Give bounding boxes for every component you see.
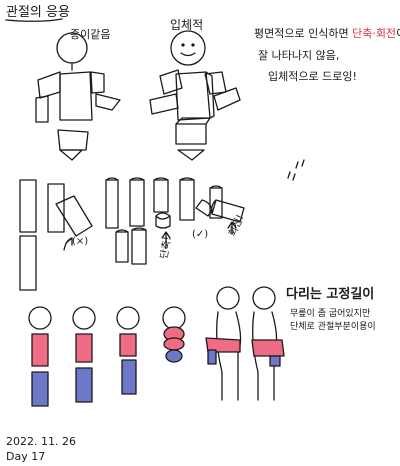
wrong-mark: (×) (72, 236, 89, 247)
note-line-2: 잘 나타나지 않음, (258, 49, 340, 62)
leg-figure-2-head (72, 306, 96, 330)
cylinder-6 (131, 227, 147, 265)
solid-figure-head (170, 30, 206, 66)
leg-figure-3-head (116, 306, 140, 330)
sitting-figure-1-thigh (205, 337, 241, 353)
page-title: 관절의 응용 (6, 5, 70, 20)
leg-figure-1-thigh (31, 333, 49, 367)
leg-figure-1-shin (31, 371, 49, 407)
cylinder-short (155, 215, 171, 229)
flat-figure-shoulder-left (37, 71, 61, 99)
shortening-arrow (161, 231, 171, 249)
figure-label-flat: 종이같음 (70, 28, 111, 41)
flat-figure-arm-left (35, 95, 49, 123)
cylinder-upright (209, 185, 223, 219)
note-line-1-pre: 평면적으로 인식하면 (254, 27, 353, 40)
solid-figure-smile (180, 52, 196, 57)
flat-figure-torso (59, 71, 93, 121)
sitting-figure-1-body (216, 311, 242, 401)
quote-marks (287, 159, 305, 181)
flat-figure-shoulder-right (90, 71, 105, 94)
leg-figure-2-shin (75, 367, 93, 403)
solid-figure-eye-left (181, 43, 185, 47)
cylinder-5 (115, 229, 129, 263)
solid-figure-shoulder-left (159, 69, 183, 95)
legs-note-line-3: 단체로 관절부분이용이 (290, 322, 376, 332)
leg-figure-3-shin (121, 359, 137, 395)
flat-figure-pelvis (57, 129, 89, 151)
leg-figure-4-shin (165, 349, 183, 363)
cylinder-3 (153, 177, 169, 213)
cylinder-short-top (155, 212, 171, 220)
solid-figure-torso (175, 71, 215, 121)
flat-figure-hip (59, 149, 83, 161)
right-mark: (✓) (192, 229, 209, 240)
leg-figure-4-knee (163, 337, 185, 351)
leg-figures (28, 306, 186, 407)
flat-figure (35, 32, 121, 161)
figure-label-solid: 입체적 (170, 18, 204, 32)
flat-cylinder-rotated (55, 195, 93, 237)
solid-figure-arm-left (149, 93, 179, 115)
cylinder-1 (105, 177, 119, 229)
cylinder-rotated (210, 199, 245, 223)
flat-cylinder-1 (19, 179, 37, 233)
legs-note-line-2: 무릎이 좀 굽어있지만 (290, 309, 371, 319)
sitting-figure-2-shin (269, 355, 281, 367)
date-label: 2022. 11. 26 (6, 435, 76, 448)
leg-figure-4-head (162, 306, 186, 330)
solid-figure-hip (177, 149, 205, 161)
flat-cylinders (19, 179, 93, 291)
cylinder-4 (179, 177, 195, 221)
sitting-figures (205, 286, 285, 401)
flat-cylinder-2 (47, 183, 65, 233)
cylinder-2 (129, 177, 145, 227)
sitting-figure-2-thigh (251, 339, 285, 357)
solid-cylinders (105, 177, 245, 265)
leg-figure-2-thigh (75, 333, 93, 363)
note-line-3: 입체적으로 드로잉! (268, 70, 357, 83)
sitting-figure-2-head (252, 286, 276, 310)
solid-figure-pelvis (175, 117, 211, 145)
solid-figure-eye-right (191, 43, 195, 47)
sitting-figure-1-shin (207, 349, 217, 365)
flat-figure-arm-right (95, 93, 121, 111)
note-highlight: 단축·회전 (352, 27, 397, 40)
day-label: Day 17 (6, 450, 46, 463)
leg-figure-3-thigh (119, 333, 137, 357)
rotation-arrow (227, 221, 237, 235)
leg-figure-1-head (28, 306, 52, 330)
flat-figure-head (56, 32, 88, 64)
flat-cylinder-3 (19, 235, 37, 291)
sitting-figure-1-head (216, 286, 240, 310)
note-line-1: 평면적으로 인식하면 단축·회전이 (254, 28, 400, 39)
solid-figure (149, 30, 241, 161)
title-underline (5, 18, 63, 22)
legs-note-line-1: 다리는 고정길이 (286, 287, 375, 302)
note-line-1-post: 이 (396, 27, 400, 40)
solid-figure-arm-right (213, 87, 241, 111)
wrong-arrow (63, 237, 73, 251)
